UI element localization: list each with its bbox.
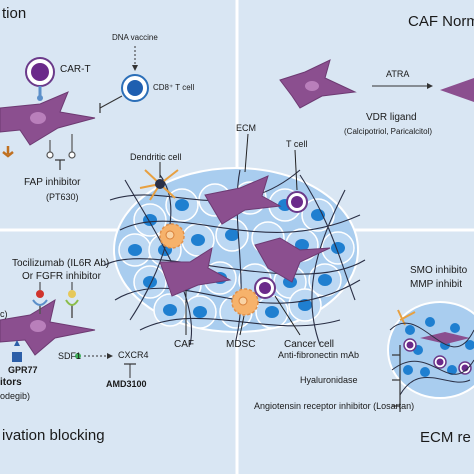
label-car-t: CAR-T: [60, 64, 91, 75]
label-mmp-inhibitor: MMP inhibit: [410, 279, 463, 290]
car-t-cell: [25, 57, 55, 101]
label-fap-drug: (PT630): [46, 192, 79, 202]
label-fap-inhibitor: FAP inhibitor: [24, 177, 81, 188]
caf-cell: [204, 175, 282, 225]
label-dendritic-cell: Dendritic cell: [130, 152, 182, 162]
fgfr-receptor: [65, 290, 79, 318]
label-sdf1: SDF1: [58, 351, 82, 361]
mdsc-cell: [231, 288, 259, 316]
cd8-t-cell: [121, 74, 149, 102]
caf-cell-top-right: [279, 59, 357, 109]
label-t-cell: T cell: [286, 139, 308, 149]
label-vdr-ligand: VDR ligand: [366, 112, 417, 123]
label-caf: CAF: [174, 339, 194, 350]
panel-title-top-right: CAF Norm: [408, 13, 474, 30]
dendritic-cell-nucleus: [155, 179, 165, 189]
label-smo-inhibitor: SMO inhibito: [410, 265, 468, 276]
label-atra: ATRA: [386, 69, 410, 79]
il6r-receptor: [32, 290, 48, 314]
label-fgfr-inhibitor: Or FGFR inhibitor: [22, 271, 101, 282]
label-cancer-cell: Cancer cell: [284, 339, 335, 350]
caf-cell: [159, 246, 232, 297]
t-cell: [254, 277, 276, 299]
label-gpr77: GPR77: [8, 365, 38, 375]
label-cxcr4: CXCR4: [118, 350, 149, 360]
gpr77-receptor: [12, 340, 22, 362]
sdf1-ligand: [75, 353, 81, 359]
panel-title-top-left: tion: [2, 5, 27, 22]
label-hyaluronidase: Hyaluronidase: [300, 375, 358, 385]
label-angiotensin-inhibitor: Angiotensin receptor inhibitor (Losartan…: [254, 402, 414, 411]
caf-cell: [254, 237, 331, 283]
label-vismodegib-fragment: odegib): [0, 391, 31, 401]
label-ecm: ECM: [236, 123, 256, 133]
label-vdr-drugs: (Calcipotriol, Paricalcitol): [344, 127, 433, 136]
panel-title-bottom-right: ECM re: [420, 429, 471, 446]
dendritic-cell: [139, 169, 179, 201]
normalized-caf-cell: [440, 78, 474, 102]
label-angiotensin: Angiotensin receptor inhibitor: [254, 401, 371, 411]
tumor-microenvironment: [104, 167, 366, 346]
t-cell: [286, 191, 308, 213]
label-cd8-t-cell: CD8⁺ T cell: [153, 83, 195, 92]
label-mdsc: MDSC: [226, 339, 256, 350]
label-c-fragment: c): [0, 309, 8, 319]
label-inhibitors-fragment: itors: [0, 377, 22, 388]
label-losartan: (Losartan): [373, 401, 415, 411]
tumor-microenvironment-small: [387, 301, 474, 399]
caf-cell-top-left: [0, 91, 96, 146]
panel-title-bottom-left: ivation blocking: [2, 427, 105, 444]
label-dna-vaccine: DNA vaccine: [112, 33, 158, 42]
label-anti-fibronectin: Anti-fibronectin mAb: [278, 350, 360, 360]
fap-receptor: [2, 146, 14, 158]
label-tocilizumab: Tocilizumab (IL6R Ab): [12, 258, 110, 269]
caf-cell-bottom-left: [0, 298, 96, 356]
label-amd3100: AMD3100: [106, 379, 147, 389]
mdsc-cell: [159, 223, 185, 249]
